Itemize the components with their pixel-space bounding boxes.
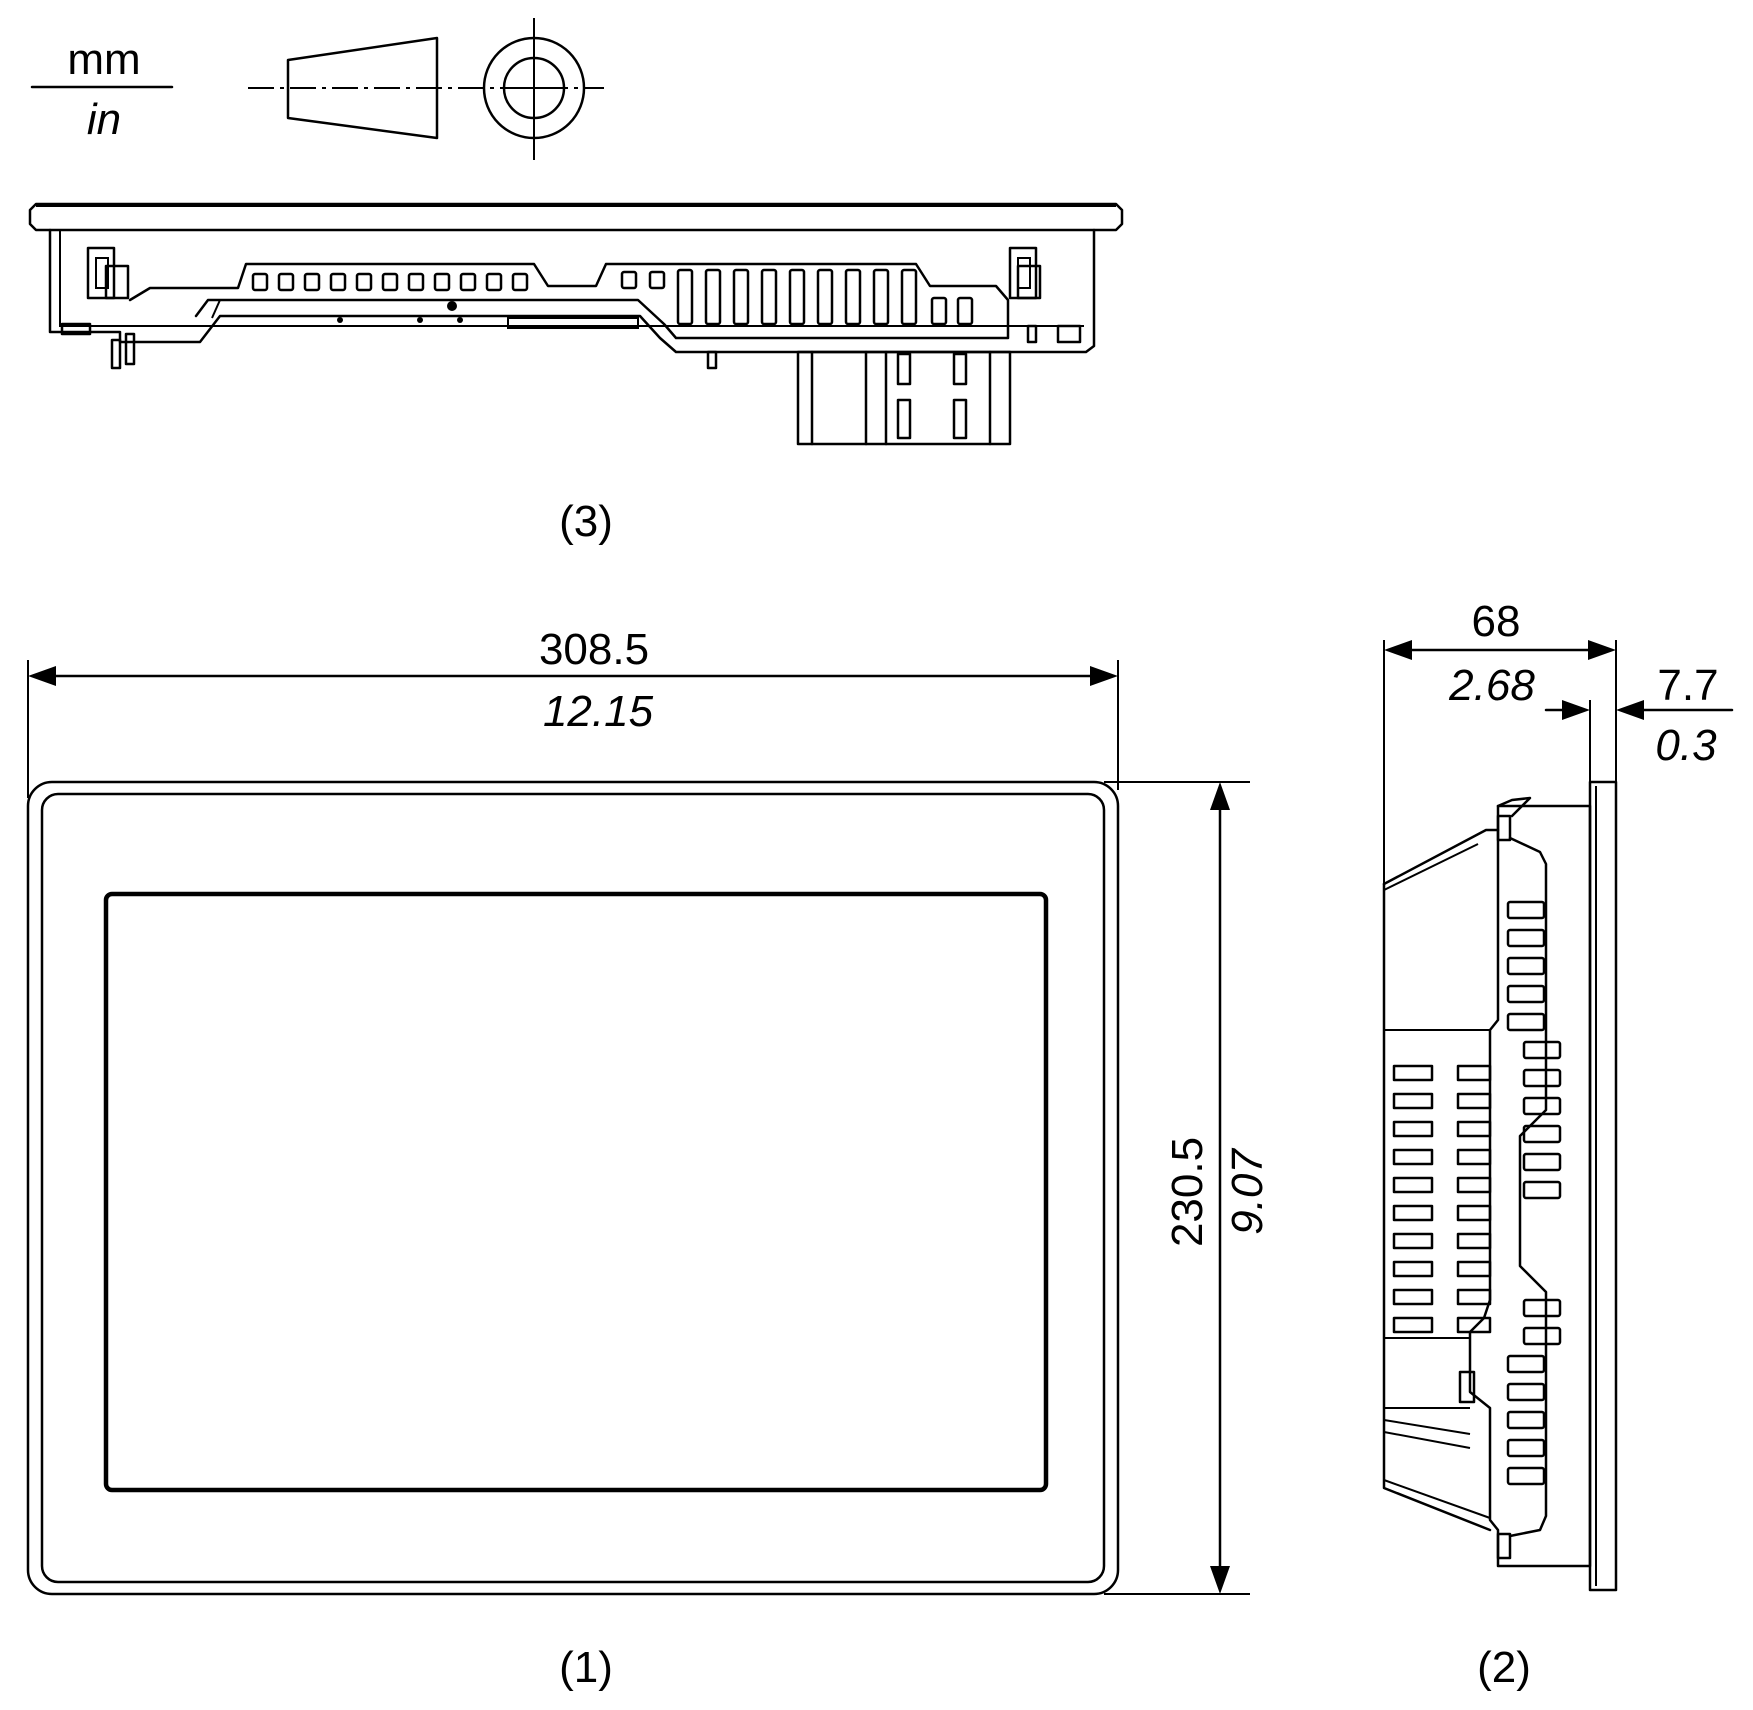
first-angle-projection-icon — [248, 18, 604, 160]
bezel-mm: 7.7 — [1657, 661, 1718, 710]
depth-mm: 68 — [1472, 597, 1521, 646]
display-area — [103, 891, 1049, 1493]
units-legend: mm in — [30, 35, 174, 144]
front-view — [26, 780, 1120, 1596]
depth-in: 2.68 — [1448, 661, 1535, 710]
height-dimension: 230.5 9.07 — [1104, 781, 1272, 1595]
width-mm: 308.5 — [539, 625, 649, 674]
side-vent-slots-rear — [1392, 1064, 1492, 1334]
front-bezel — [26, 780, 1120, 1596]
top-view-label: (3) — [559, 497, 613, 546]
height-in: 9.07 — [1223, 1148, 1272, 1235]
height-mm: 230.5 — [1163, 1137, 1212, 1247]
side-view-label: (2) — [1477, 1643, 1531, 1692]
vent-slots-right — [620, 268, 974, 326]
connector-block — [796, 350, 1012, 446]
vent-slots-left — [251, 272, 529, 292]
bezel-in: 0.3 — [1655, 721, 1717, 770]
top-view — [28, 202, 1124, 446]
front-view-label: (1) — [559, 1643, 613, 1692]
depth-dimension: 68 2.68 — [1383, 597, 1617, 884]
width-in: 12.15 — [543, 687, 654, 736]
width-dimension: 308.5 12.15 — [27, 625, 1119, 798]
unit-metric: mm — [67, 35, 140, 84]
side-view — [1382, 780, 1618, 1592]
unit-imperial: in — [87, 95, 121, 144]
bezel-dimension: 7.7 0.3 — [1544, 661, 1734, 782]
side-vent-slots-front — [1506, 900, 1562, 1486]
